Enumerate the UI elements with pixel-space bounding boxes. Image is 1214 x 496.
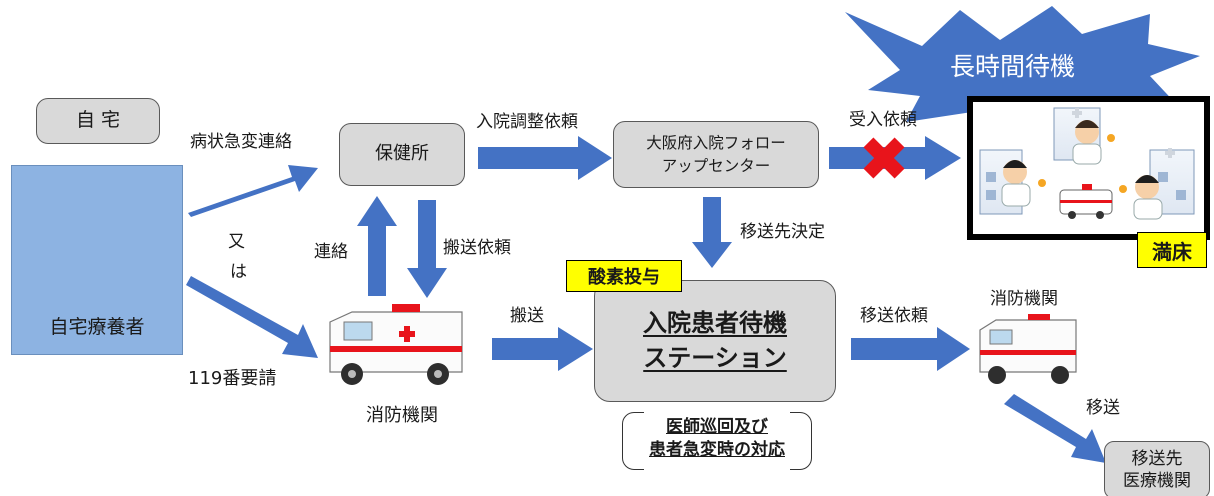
followup-center-line2: アップセンター bbox=[661, 156, 771, 175]
arrow-fire-dept-to-health-center bbox=[357, 196, 397, 296]
fire-dept-ambulance-right bbox=[974, 314, 1084, 386]
edge-label-accept-request: 受入依頼 bbox=[849, 110, 917, 130]
followup-center-line1: 大阪府入院フォロー bbox=[646, 134, 786, 153]
fire-dept-ambulance-left bbox=[319, 304, 479, 390]
full-beds-label: 満床 bbox=[1152, 239, 1192, 264]
waiting-station-line1: 入院患者待機 bbox=[643, 309, 787, 338]
edge-label-admission-request: 入院調整依頼 bbox=[476, 112, 578, 132]
destination-hospital-node: 移送先 医療機関 bbox=[1104, 441, 1210, 496]
oxygen-label: 酸素投与 bbox=[588, 267, 660, 288]
home-tag: 自 宅 bbox=[36, 98, 160, 144]
destination-line2: 医療機関 bbox=[1123, 471, 1191, 491]
edge-label-call-119: 119番要請 bbox=[188, 368, 277, 389]
destination-line1: 移送先 bbox=[1131, 448, 1183, 469]
doctor-round-note-mask-bottom bbox=[644, 466, 790, 472]
arrow-home-to-fire-dept bbox=[186, 276, 318, 358]
waiting-station-line2: ステーション bbox=[643, 344, 787, 372]
edge-label-sudden-change: 病状急変連絡 bbox=[190, 132, 292, 152]
edge-label-transfer-request: 移送依頼 bbox=[860, 306, 928, 326]
arrow-fire-dept-to-station bbox=[492, 327, 593, 371]
arrow-station-to-fire-dept-right bbox=[851, 327, 970, 371]
edge-label-transport: 搬送 bbox=[510, 306, 544, 326]
doctor-round-note-text: 医師巡回及び 患者急変時の対応 bbox=[622, 416, 812, 462]
full-beds-badge: 満床 bbox=[1137, 232, 1207, 268]
fire-dept-right-label: 消防機関 bbox=[990, 289, 1058, 309]
hospital-full-illustration bbox=[967, 96, 1210, 240]
edge-label-contact: 連絡 bbox=[314, 242, 348, 262]
edge-label-or-mata: 又 bbox=[228, 232, 245, 252]
arrow-home-to-health-center bbox=[188, 165, 318, 217]
note-line1: 医師巡回及び bbox=[666, 417, 768, 437]
arrow-followup-to-hospital bbox=[829, 136, 961, 180]
health-center-label: 保健所 bbox=[375, 143, 429, 165]
blocked-cross-icon bbox=[863, 137, 905, 179]
waiting-station-node: 入院患者待機 ステーション bbox=[594, 280, 836, 402]
oxygen-badge: 酸素投与 bbox=[566, 260, 682, 292]
doctor-round-note-mask-top bbox=[644, 410, 790, 416]
edge-label-transfer: 移送 bbox=[1086, 398, 1120, 418]
note-line2: 患者急変時の対応 bbox=[649, 439, 785, 460]
home-resident-label: 自宅療養者 bbox=[49, 316, 145, 338]
arrow-followup-to-station bbox=[692, 197, 732, 268]
edge-label-transport-request: 搬送依頼 bbox=[443, 238, 511, 258]
arrow-transfer-to-destination bbox=[1004, 394, 1106, 463]
home-resident-panel bbox=[11, 165, 183, 355]
home-tag-label: 自 宅 bbox=[75, 109, 121, 132]
long-wait-label: 長時間待機 bbox=[950, 52, 1076, 81]
edge-label-or-wa: は bbox=[230, 262, 247, 282]
arrow-health-center-to-followup bbox=[478, 136, 612, 180]
health-center-node: 保健所 bbox=[339, 123, 465, 186]
arrow-health-center-to-fire-dept bbox=[407, 200, 447, 298]
followup-center-node: 大阪府入院フォロー アップセンター bbox=[613, 121, 819, 188]
fire-dept-left-label: 消防機関 bbox=[366, 405, 438, 426]
edge-label-destination-decided: 移送先決定 bbox=[740, 222, 825, 242]
